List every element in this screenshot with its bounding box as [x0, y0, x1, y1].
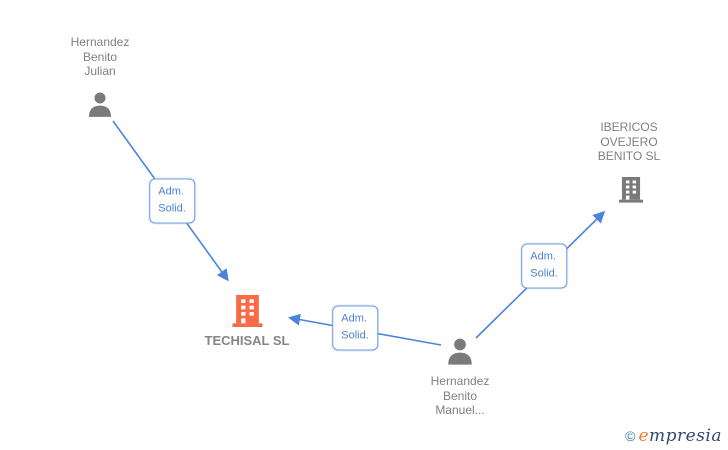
- person-node-manuel-label[interactable]: Hernandez Benito Manuel...: [431, 374, 490, 418]
- brand-rest: mpresia: [649, 426, 722, 446]
- company-name-techisal: TECHISAL SL: [204, 333, 290, 348]
- company-name-ibericos: IBERICOS OVEJERO BENITO SL: [597, 120, 661, 164]
- edge-label-adm-solid-1[interactable]: Adm. Solid.: [149, 178, 195, 224]
- company-node-techisal[interactable]: TECHISAL SL: [205, 290, 290, 348]
- person-node-julian[interactable]: [85, 90, 115, 120]
- person-name-julian: Hernandez Benito Julian: [70, 35, 130, 79]
- edge-label-adm-solid-3[interactable]: Adm. Solid.: [521, 243, 567, 289]
- copyright-icon: ©: [625, 428, 636, 444]
- brand-initial: e: [638, 426, 649, 446]
- person-node-julian-label[interactable]: Hernandez Benito Julian: [71, 35, 130, 79]
- company-node-ibericos-label[interactable]: IBERICOS OVEJERO BENITO SL: [598, 120, 660, 164]
- empresia-logo[interactable]: © empresia: [625, 426, 722, 446]
- building-icon: [619, 177, 643, 203]
- person-icon: [448, 338, 472, 365]
- person-icon: [89, 92, 111, 117]
- brand-wordmark: empresia: [638, 426, 722, 446]
- person-node-manuel[interactable]: [444, 336, 476, 368]
- company-node-ibericos[interactable]: [615, 173, 647, 205]
- building-icon: [232, 295, 262, 327]
- person-name-manuel: Hernandez Benito Manuel...: [430, 374, 490, 418]
- edge-label-adm-solid-2[interactable]: Adm. Solid.: [332, 305, 378, 351]
